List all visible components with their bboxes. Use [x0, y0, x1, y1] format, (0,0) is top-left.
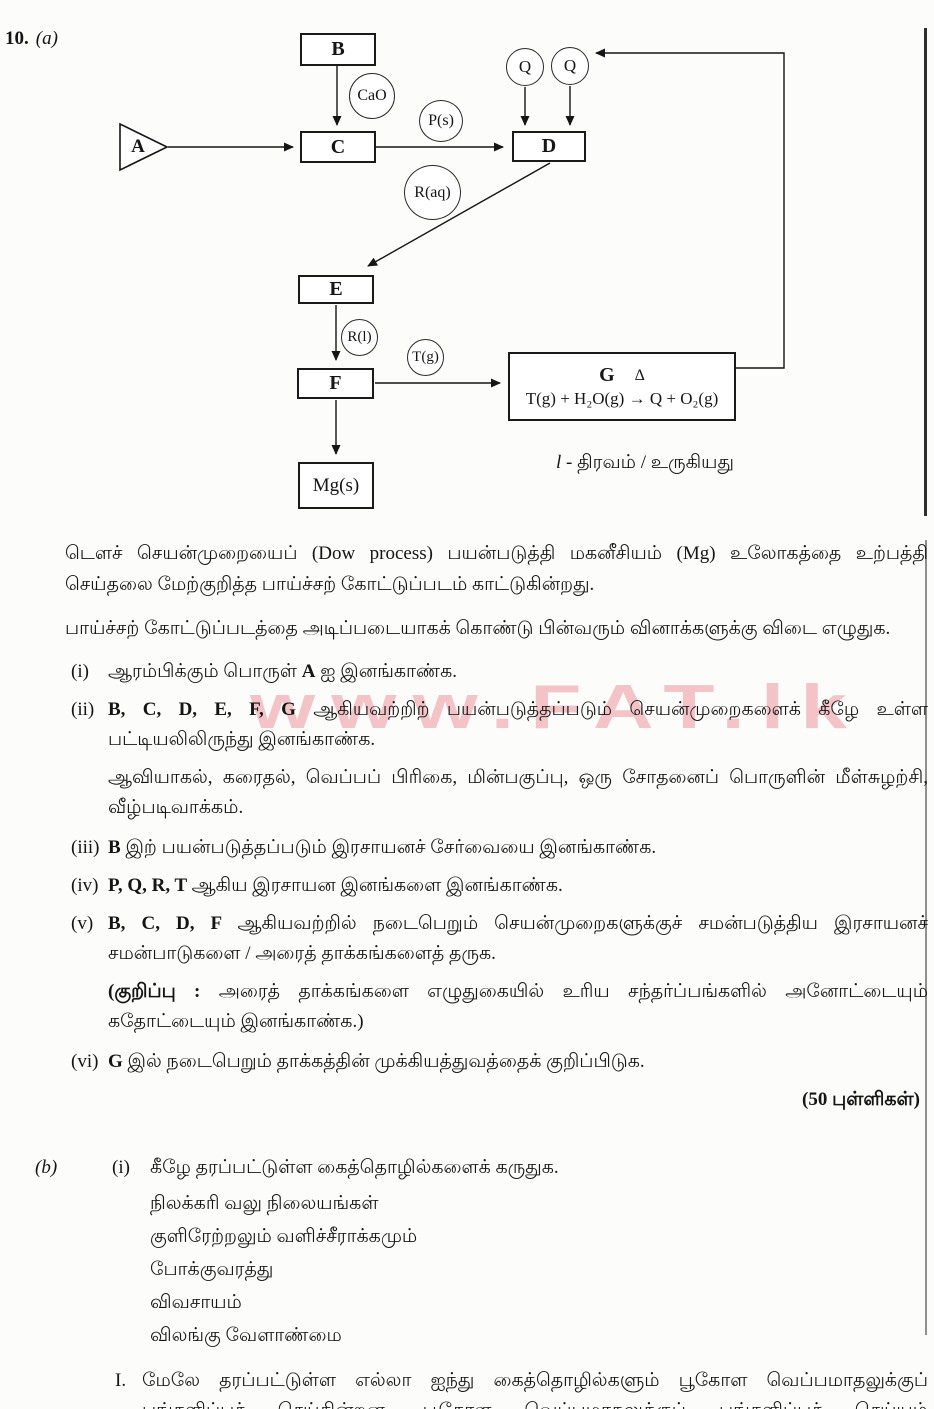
industries-list: நிலக்கரி வலு நிலையங்கள் குளிரேற்றலும் வளி… — [150, 1187, 928, 1352]
box-e: E — [298, 275, 374, 304]
question-number — [65, 763, 108, 823]
legend-text: - திரவம் / உருகியது — [566, 452, 734, 473]
circle-rl: R(l) — [341, 319, 378, 356]
question-number: 10. — [5, 28, 29, 49]
box-g-header: G Δ — [599, 364, 645, 387]
question-number: (v) — [71, 913, 94, 934]
delta-heat-icon: Δ — [634, 366, 645, 384]
part-b-roman-items: I. மேலே தரப்பட்டுள்ள எல்லா ஐந்து கைத்தொழி… — [65, 1366, 928, 1409]
list-item: (iv) P, Q, R, T ஆகிய இரசாயன இனங்களை இனங்க… — [65, 871, 928, 901]
circle-cao: CaO — [349, 73, 395, 119]
question-text-area: டௌச் செயன்முறையைப் (Dow process) பயன்படு… — [0, 532, 934, 1409]
part-b-intro: கீழே தரப்பட்டுள்ள கைத்தொழில்களைக் கருதுக… — [150, 1157, 559, 1178]
arrow-g-recycle-to-q — [595, 48, 785, 369]
text-run: (குறிப்பு : — [108, 981, 219, 1002]
item-text: ஆவியாகல், கரைதல், வெப்பப் பிரிகை, மின்பக… — [108, 763, 928, 823]
item-text: P, Q, R, T ஆகிய இரசாயன இனங்களை இனங்காண்க… — [108, 871, 928, 901]
item-text: B, C, D, F ஆகியவற்றில் நடைபெறும் செயன்மு… — [108, 909, 928, 969]
list-item: (குறிப்பு : அரைத் தாக்கங்களை எழுதுகையில்… — [65, 977, 928, 1037]
circle-ps: P(s) — [419, 100, 463, 142]
question-number: (ii) — [71, 699, 95, 720]
text-run: இற் பயன்படுத்தப்படும் இரசாயனச் சேர்வையை … — [125, 837, 657, 858]
list-item: I. மேலே தரப்பட்டுள்ள எல்லா ஐந்து கைத்தொழி… — [115, 1366, 928, 1409]
box-c: C — [300, 131, 376, 163]
text-run: ஐ இனங்காண்க. — [315, 661, 457, 682]
question-number: (iii) — [71, 837, 100, 858]
part-b-label: (b) — [35, 1157, 58, 1178]
list-item: (iii) B இற் பயன்படுத்தப்படும் இரசாயனச் சே… — [65, 833, 928, 863]
list-item: (v) B, C, D, F ஆகியவற்றில் நடைபெறும் செயன… — [65, 909, 928, 969]
text-run: P, Q, R, T — [108, 875, 192, 896]
circle-tg: T(g) — [407, 339, 444, 376]
box-g-equation: T(g) + H₂O(g) → Q + O₂(g) — [525, 389, 719, 408]
text-run: அரைத் தாக்கங்களை எழுதுகையில் உரிய சந்தர்… — [108, 981, 928, 1032]
industry-item: போக்குவரத்து — [150, 1259, 274, 1280]
marks-total: (50 புள்ளிகள்) — [802, 1089, 920, 1110]
text-run: ஆகிய இரசாயன இனங்களை இனங்காண்க. — [191, 875, 563, 896]
item-text: மேலே தரப்பட்டுள்ள எல்லா ஐந்து கைத்தொழில்… — [142, 1366, 928, 1409]
circle-q1: Q — [506, 48, 544, 86]
legend-liquid-molten: l - திரவம் / உருகியது — [556, 452, 734, 476]
box-mg: Mg(s) — [298, 462, 374, 509]
industry-item: விவசாயம் — [150, 1292, 242, 1313]
scan-edge-artifact — [925, 540, 927, 1335]
list-item: ஆவியாகல், கரைதல், வெப்பப் பிரிகை, மின்பக… — [65, 763, 928, 823]
question-number — [65, 977, 108, 1037]
triangle-a-shape — [119, 122, 169, 172]
intro-paragraph-1: டௌச் செயன்முறையைப் (Dow process) பயன்படு… — [65, 543, 928, 595]
box-f: F — [297, 368, 374, 399]
question-number: (vi) — [71, 1051, 99, 1072]
industry-item: குளிரேற்றலும் வளிச்சீராக்கமும் — [150, 1226, 418, 1247]
item-text: B, C, D, E, F, G ஆகியவற்றிற் பயன்படுத்தப… — [108, 695, 928, 755]
scan-edge-artifact — [924, 28, 927, 516]
text-run: B, C, D, E, F, G — [108, 699, 314, 720]
item-text: G இல் நடைபெறும் தாக்கத்தின் முக்கியத்துவ… — [108, 1047, 928, 1077]
part-b-header: (b) (i) கீழே தரப்பட்டுள்ள கைத்தொழில்களைக… — [35, 1153, 928, 1183]
question-number: (iv) — [71, 875, 99, 896]
roman-numeral: I. — [115, 1370, 127, 1391]
list-item: (vi) G இல் நடைபெறும் தாக்கத்தின் முக்கியத… — [65, 1047, 928, 1077]
text-run: B — [108, 837, 126, 858]
text-run: ஆரம்பிக்கும் பொருள் — [108, 661, 302, 682]
flowchart-connectors — [119, 48, 785, 455]
question-number: (i) — [71, 661, 89, 682]
circle-q2: Q — [551, 47, 589, 85]
text-run: A — [301, 661, 316, 682]
box-d: D — [512, 131, 586, 162]
list-item: (ii) B, C, D, E, F, G ஆகியவற்றிற் பயன்படு… — [65, 695, 928, 755]
list-item: (i) ஆரம்பிக்கும் பொருள் A ஐ இனங்காண்க. — [65, 657, 928, 687]
box-g: G Δ T(g) + H₂O(g) → Q + O₂(g) — [508, 352, 736, 421]
text-run: B, C, D, F — [108, 913, 238, 934]
item-text: ஆரம்பிக்கும் பொருள் A ஐ இனங்காண்க. — [108, 657, 928, 687]
text-run: ஆகியவற்றிற் பயன்படுத்தப்படும் செயன்முறைக… — [108, 699, 929, 750]
intro-paragraph-2: பாய்ச்சற் கோட்டுப்படத்தை அடிப்படையாகக் க… — [65, 618, 891, 639]
text-run: ஆகியவற்றில் நடைபெறும் செயன்முறைகளுக்குச்… — [108, 913, 928, 964]
text-run: G — [108, 1051, 128, 1072]
industry-item: நிலக்கரி வலு நிலையங்கள் — [150, 1193, 379, 1214]
part-b-sub-label: (i) — [112, 1157, 130, 1178]
text-run: மேலே தரப்பட்டுள்ள எல்லா ஐந்து கைத்தொழில்… — [142, 1370, 928, 1409]
item-text: (குறிப்பு : அரைத் தாக்கங்களை எழுதுகையில்… — [108, 977, 928, 1037]
watermark: www.FAT.lk — [250, 673, 864, 742]
item-text: B இற் பயன்படுத்தப்படும் இரசாயனச் சேர்வைய… — [108, 833, 928, 863]
text-run: ஆவியாகல், கரைதல், வெப்பப் பிரிகை, மின்பக… — [108, 767, 928, 818]
arrow-d-to-e — [367, 162, 551, 267]
legend-symbol: l — [556, 452, 562, 473]
industry-item: விலங்கு வேளாண்மை — [150, 1325, 342, 1346]
label-a: A — [131, 136, 145, 157]
box-g-label: G — [599, 364, 615, 386]
question-list: (i) ஆரம்பிக்கும் பொருள் A ஐ இனங்காண்க. (ii… — [65, 657, 928, 1077]
question-number-label: 10. (a) — [5, 28, 58, 50]
question-part: (a) — [35, 28, 58, 49]
text-run: இல் நடைபெறும் தாக்கத்தின் முக்கியத்துவத்… — [127, 1051, 645, 1072]
dow-process-flowchart: 10. (a) A B C D E F — [0, 0, 934, 530]
circle-raq: R(aq) — [404, 165, 461, 220]
box-b: B — [300, 33, 376, 66]
